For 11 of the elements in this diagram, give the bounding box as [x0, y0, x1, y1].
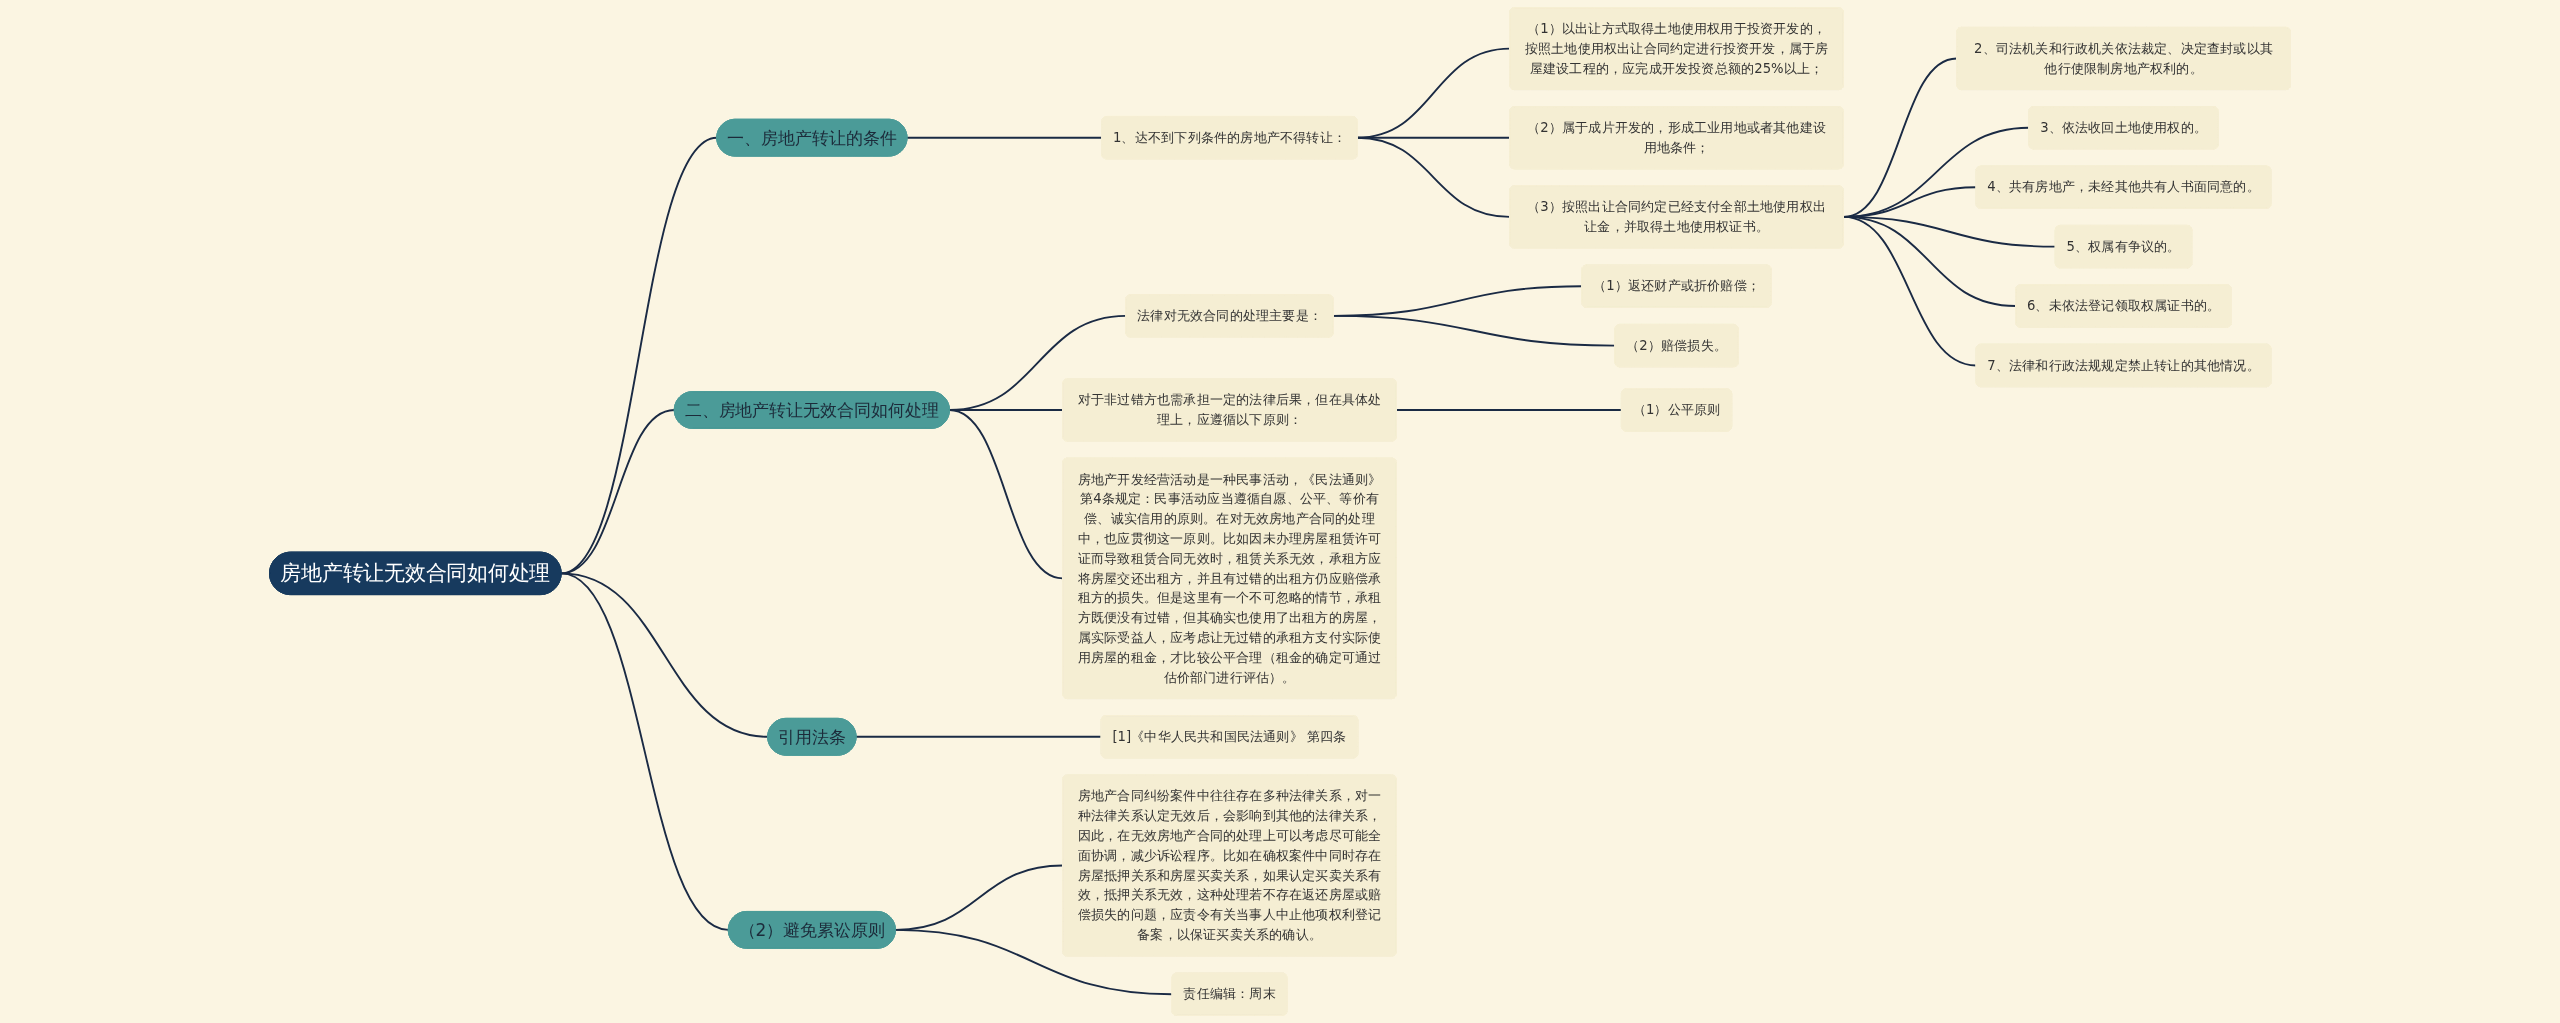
connector [560, 572, 730, 931]
connector [948, 409, 1064, 580]
connector [855, 735, 1103, 738]
connector [906, 136, 1103, 139]
connector [1356, 136, 1511, 218]
connector [1395, 409, 1623, 411]
connector [560, 136, 718, 575]
connector [560, 409, 676, 575]
connector [1842, 215, 1977, 367]
connector [1332, 315, 1616, 347]
connector [894, 928, 1173, 996]
